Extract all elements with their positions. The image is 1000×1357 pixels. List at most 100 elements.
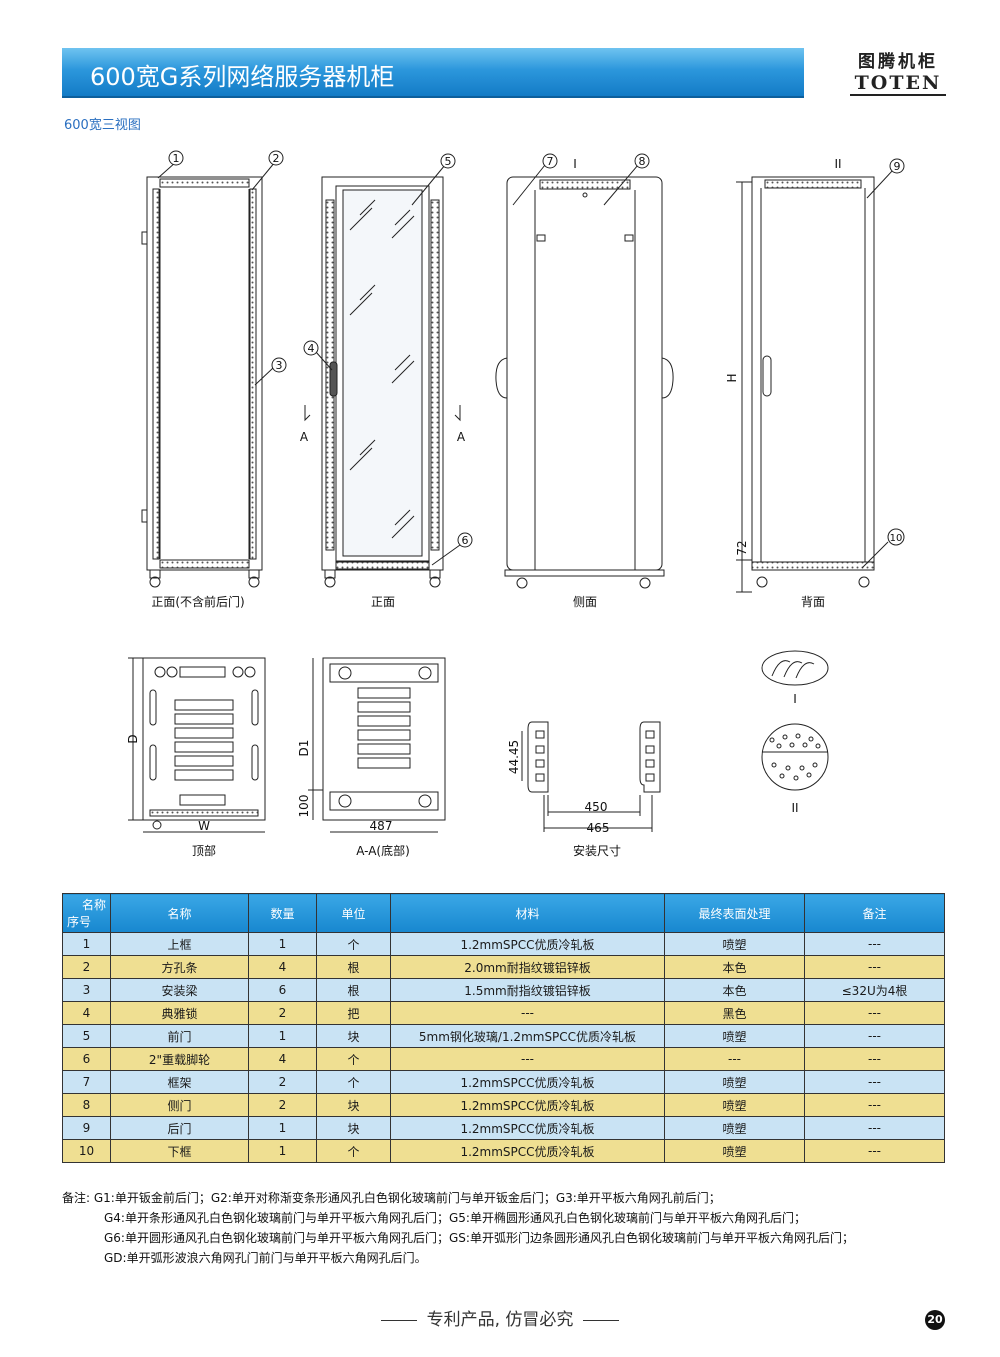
callout-10: 10 [890, 533, 903, 544]
cell-name: 下框 [110, 1139, 249, 1163]
cell-finish: 本色 [664, 978, 805, 1002]
cell-finish: 喷塑 [664, 932, 805, 956]
label-top: 顶部 [192, 843, 216, 858]
title-banner: 600宽G系列网络服务器机柜 [62, 48, 804, 98]
cell-name: 侧门 [110, 1093, 249, 1117]
cell-remark: --- [804, 1047, 945, 1071]
callout-9: 9 [894, 160, 901, 173]
note-line: 备注: G1:单开钣金前后门；G2:单开对称渐变条形通风孔白色钢化玻璃前门与单开… [62, 1191, 721, 1205]
notes-block: 备注: G1:单开钣金前后门；G2:单开对称渐变条形通风孔白色钢化玻璃前门与单开… [62, 1188, 854, 1268]
col-header-unit: 单位 [316, 893, 391, 933]
back-view [736, 176, 875, 593]
cell-remark: --- [804, 932, 945, 956]
dim-d1: D1 [297, 740, 311, 757]
technical-drawings: 1 2 3 4 5 6 7 8 9 10 正面(不含前后门) 正面 侧面 背面 … [126, 150, 905, 858]
cell-remark: --- [804, 1070, 945, 1094]
dim-465: 465 [587, 821, 610, 835]
label-back: 背面 [801, 595, 825, 609]
note-line: G4:单开条形通风孔白色钢化玻璃前门与单开平板六角网孔后门；G5:单开椭圆形通风… [104, 1211, 806, 1225]
cell-no: 2 [62, 955, 111, 979]
cell-qty: 1 [248, 932, 317, 956]
col-header-name: 名称 [110, 893, 249, 933]
bottom-view [308, 657, 446, 833]
dim-72: 72 [735, 540, 749, 555]
col-header-finish: 最终表面处理 [664, 893, 805, 933]
cell-no: 6 [62, 1047, 111, 1071]
front-view [304, 176, 461, 588]
col-header-remark: 备注 [804, 893, 945, 933]
callout-7: 7 [547, 155, 554, 168]
footer-slogan: 专利产品, 仿冒必究 [0, 1305, 1000, 1330]
cell-material: 1.2mmSPCC优质冷轧板 [390, 1139, 665, 1163]
cell-name: 安装梁 [110, 978, 249, 1002]
detail-i [761, 650, 829, 686]
cell-qty: 4 [248, 955, 317, 979]
label-side: 侧面 [573, 595, 597, 609]
header-corner: 名称 序号 [62, 893, 111, 933]
cell-unit: 个 [316, 932, 391, 956]
table-header-row: 名称 序号 名称 数量 单位 材料 最终表面处理 备注 [62, 893, 945, 933]
cell-material: 1.2mmSPCC优质冷轧板 [390, 1070, 665, 1094]
section-subtitle: 600宽三视图 [64, 118, 141, 133]
dim-487: 487 [370, 819, 393, 833]
label-front: 正面 [371, 595, 395, 609]
cell-material: 1.5mm耐指纹镀铝锌板 [390, 978, 665, 1002]
cell-remark: --- [804, 1024, 945, 1048]
cell-unit: 个 [316, 1047, 391, 1071]
cell-material: 5mm钢化玻璃/1.2mmSPCC优质冷轧板 [390, 1024, 665, 1048]
detail-ii [761, 723, 829, 791]
detail-i-label: I [793, 692, 797, 706]
col-header-material: 材料 [390, 893, 665, 933]
cell-name: 框架 [110, 1070, 249, 1094]
callout-5: 5 [445, 155, 452, 168]
cell-qty: 1 [248, 1139, 317, 1163]
cell-material: 1.2mmSPCC优质冷轧板 [390, 932, 665, 956]
side-view [495, 176, 674, 589]
note-line: GD:单开弧形波浪六角网孔门前门与单开平板六角网孔后门。 [104, 1251, 427, 1265]
dim-w: W [198, 819, 210, 833]
page-number: 20 [925, 1310, 945, 1330]
cell-name: 2"重载脚轮 [110, 1047, 249, 1071]
callout-6: 6 [462, 534, 469, 547]
cell-finish: 喷塑 [664, 1116, 805, 1140]
dim-450: 450 [585, 800, 608, 814]
cell-no: 4 [62, 1001, 111, 1025]
cell-material: --- [390, 1001, 665, 1025]
cell-qty: 2 [248, 1070, 317, 1094]
cell-qty: 2 [248, 1001, 317, 1025]
cell-name: 方孔条 [110, 955, 249, 979]
cell-unit: 根 [316, 978, 391, 1002]
label-front-no-door: 正面(不含前后门) [151, 594, 244, 609]
cell-no: 7 [62, 1070, 111, 1094]
detail-ii-ref: II [834, 157, 841, 171]
callout-1: 1 [173, 152, 180, 165]
notes-label: 备注: [62, 1191, 91, 1205]
cell-qty: 2 [248, 1093, 317, 1117]
cell-no: 5 [62, 1024, 111, 1048]
footer-dash-right [583, 1319, 620, 1321]
cell-material: --- [390, 1047, 665, 1071]
cell-unit: 个 [316, 1139, 391, 1163]
label-bottom: A-A(底部) [356, 843, 410, 858]
col-header-qty: 数量 [248, 893, 317, 933]
cell-name: 后门 [110, 1116, 249, 1140]
cell-unit: 把 [316, 1001, 391, 1025]
top-view [128, 657, 266, 833]
logo-english: TOTEN [850, 72, 946, 96]
dim-100: 100 [297, 795, 311, 818]
note-line: G6:单开圆形通风孔白色钢化玻璃前门与单开平板六角网孔后门；GS:单开弧形门边条… [104, 1231, 854, 1245]
cell-finish: 喷塑 [664, 1024, 805, 1048]
cell-unit: 块 [316, 1024, 391, 1048]
cell-material: 1.2mmSPCC优质冷轧板 [390, 1093, 665, 1117]
cell-no: 1 [62, 932, 111, 956]
mounting-view [521, 721, 661, 832]
front-view-no-door [141, 176, 263, 588]
callout-2: 2 [273, 152, 280, 165]
